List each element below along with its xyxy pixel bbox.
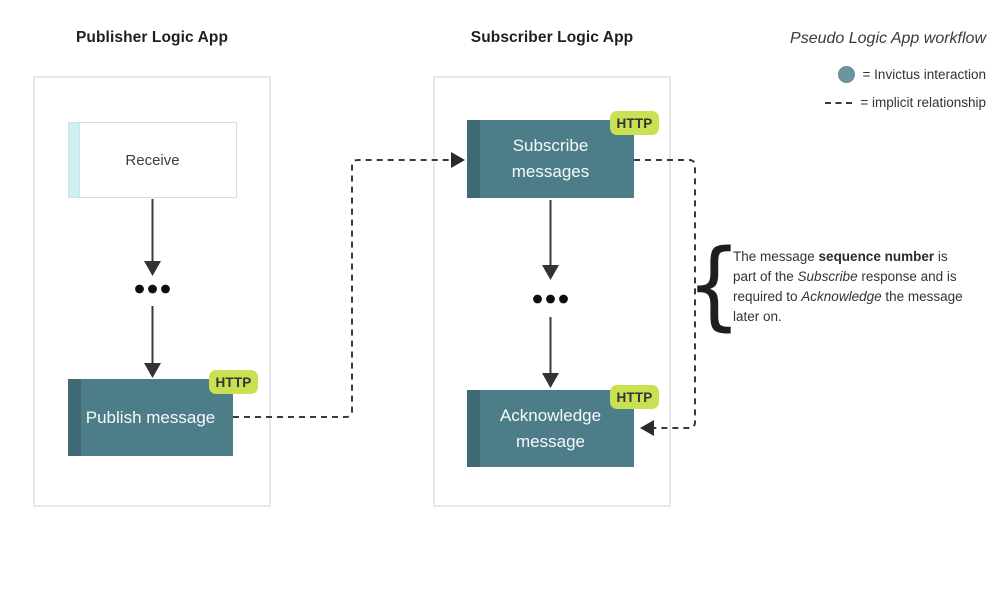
acknowledge-step-label: Acknowledge message: [499, 405, 602, 451]
annotation-brace-icon: {: [686, 229, 742, 341]
annotation-line: part of the Subscribe response and is: [733, 269, 957, 284]
publish-accent-band: [68, 379, 81, 456]
subscribe-messages-step-box: Subscribe messages: [467, 120, 634, 198]
legend-implicit-label: = implicit relationship: [860, 94, 986, 110]
subscriber-title: Subscriber Logic App: [470, 29, 634, 46]
annotation-line: later on.: [733, 309, 782, 324]
http-badge-publish: HTTP: [209, 370, 258, 394]
publisher-title: Publisher Logic App: [75, 29, 229, 46]
legend: Pseudo Logic App workflow = Invictus int…: [790, 30, 986, 121]
acknowledge-message-step-box: Acknowledge message: [467, 390, 634, 467]
receive-step-box: Receive: [68, 122, 237, 198]
dashed-line-icon: [825, 101, 853, 104]
invictus-circle-icon: [837, 65, 855, 83]
http-badge-acknowledge: HTTP: [610, 385, 659, 409]
annotation-note: The message sequence number is part of t…: [733, 247, 991, 327]
receive-accent-band: [69, 123, 80, 197]
subscribe-accent-band: [467, 120, 480, 198]
annotation-line: The message sequence number is: [733, 249, 948, 264]
receive-step-label: Receive: [125, 151, 180, 169]
legend-row-invictus: = Invictus interaction: [837, 65, 986, 83]
legend-row-implicit: = implicit relationship: [825, 93, 986, 111]
legend-invictus-label: = Invictus interaction: [862, 66, 986, 82]
annotation-line: required to Acknowledge the message: [733, 289, 963, 304]
legend-title: Pseudo Logic App workflow: [790, 30, 986, 47]
publish-step-label: Publish message: [85, 407, 216, 427]
publish-message-step-box: Publish message: [68, 379, 233, 456]
acknowledge-accent-band: [467, 390, 480, 467]
http-badge-subscribe: HTTP: [610, 111, 659, 135]
subscribe-step-label: Subscribe messages: [511, 136, 590, 181]
